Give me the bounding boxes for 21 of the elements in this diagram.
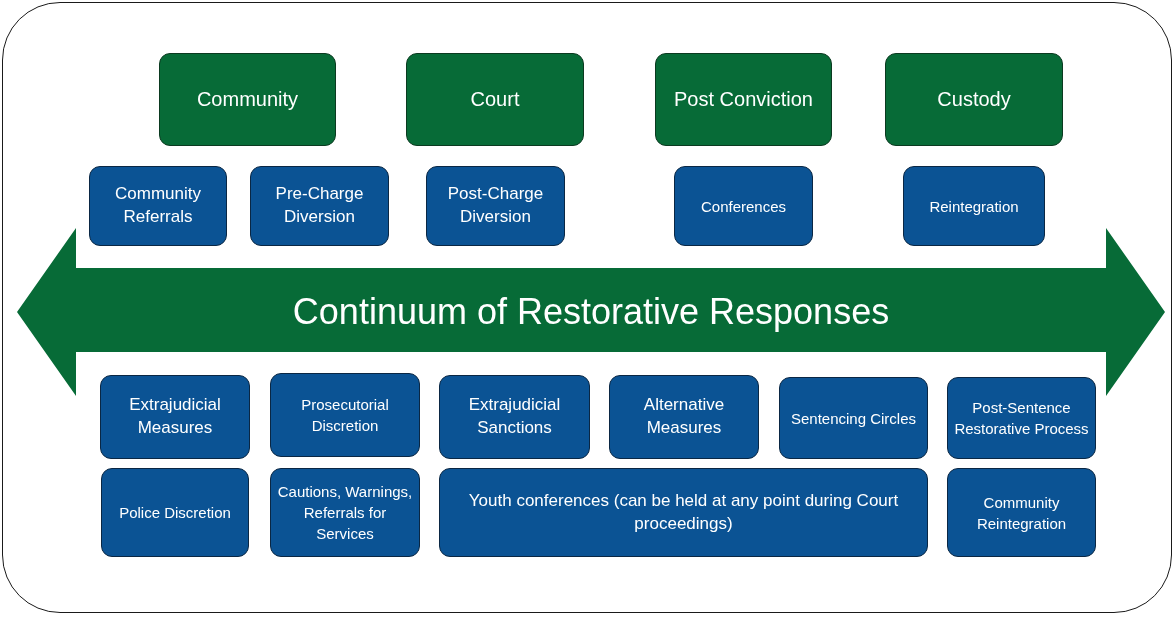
process-box: Reintegration xyxy=(903,166,1045,246)
process-box: Community Referrals xyxy=(89,166,227,246)
process-box: Cautions, Warnings, Referrals for Services xyxy=(270,468,420,557)
process-box: Extrajudicial Measures xyxy=(100,375,250,459)
stage-box: Community xyxy=(159,53,336,146)
stage-box: Court xyxy=(406,53,584,146)
stage-box: Post Conviction xyxy=(655,53,832,146)
process-box: Prosecutorial Discretion xyxy=(270,373,420,457)
double-arrow-band xyxy=(17,228,1165,396)
process-box: Extrajudicial Sanctions xyxy=(439,375,590,459)
band-title: Continuum of Restorative Responses xyxy=(291,290,891,334)
process-box: Youth conferences (can be held at any point during Court proceedings) xyxy=(439,468,928,557)
stage-box: Custody xyxy=(885,53,1063,146)
process-box: Sentencing Circles xyxy=(779,377,928,459)
process-box: Police Discretion xyxy=(101,468,249,557)
process-box: Post-Sentence Restorative Process xyxy=(947,377,1096,459)
process-box: Post-Charge Diversion xyxy=(426,166,565,246)
process-box: Alternative Measures xyxy=(609,375,759,459)
process-box: Pre-Charge Diversion xyxy=(250,166,389,246)
process-box: Conferences xyxy=(674,166,813,246)
process-box: Community Reintegration xyxy=(947,468,1096,557)
